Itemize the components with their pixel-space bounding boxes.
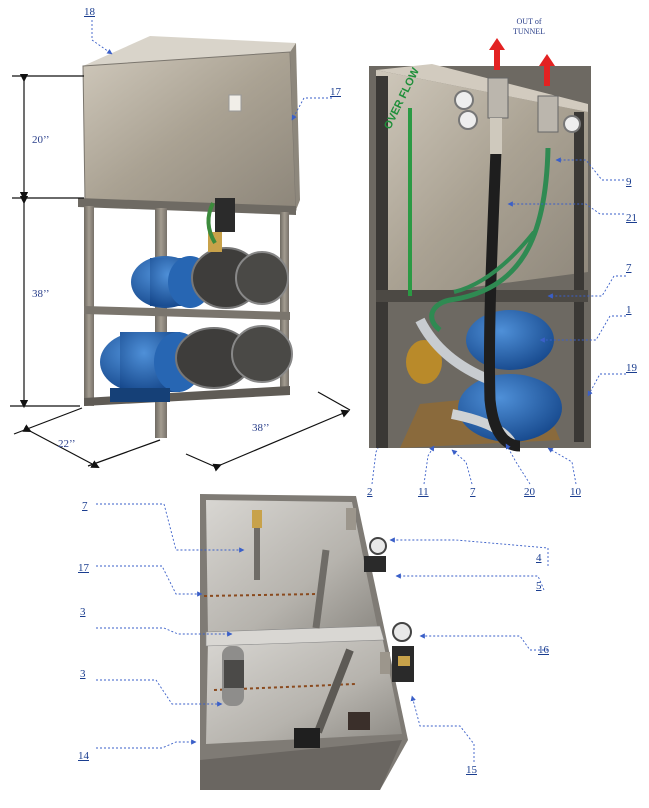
frame-right-post bbox=[574, 112, 584, 442]
pressure-gauge-right bbox=[563, 115, 581, 133]
photo-1-dimension-lines bbox=[10, 73, 351, 472]
tank-sticker bbox=[228, 94, 242, 112]
photo-2-leaders bbox=[371, 157, 626, 485]
dimension-width: 38’’ bbox=[252, 422, 270, 434]
dimension-depth: 22’’ bbox=[58, 438, 76, 450]
ball-valve-upper bbox=[364, 556, 386, 572]
frame-left-post bbox=[376, 76, 388, 448]
black-hose bbox=[483, 149, 521, 452]
callout-7-tank: 7 bbox=[82, 500, 88, 512]
callout-19: 19 bbox=[626, 362, 637, 374]
overflow-tube bbox=[408, 108, 412, 296]
tank-side bbox=[290, 43, 300, 210]
photo-3-tank bbox=[200, 494, 414, 790]
callout-7-right: 7 bbox=[626, 262, 632, 274]
callout-14: 14 bbox=[78, 750, 89, 762]
intake-fitting bbox=[294, 728, 320, 748]
pressure-gauge-left bbox=[454, 90, 474, 110]
callout-10: 10 bbox=[570, 486, 581, 498]
photo-2-unit bbox=[369, 64, 591, 452]
pump-rear bbox=[466, 310, 554, 370]
pipe-stub-upper bbox=[346, 508, 356, 530]
callout-2: 2 bbox=[367, 486, 373, 498]
outlet-arrow-left bbox=[489, 38, 505, 70]
tank-front bbox=[376, 70, 588, 300]
float-valve bbox=[254, 510, 260, 580]
callout-1: 1 bbox=[626, 304, 632, 316]
outlet-fitting-right bbox=[537, 95, 559, 133]
callout-17-top: 17 bbox=[330, 86, 341, 98]
tank-body bbox=[82, 51, 297, 211]
photo-3-leaders bbox=[96, 503, 549, 762]
frame-shelf-top bbox=[78, 198, 296, 215]
tank-inner-upper bbox=[206, 500, 378, 636]
pump-front bbox=[458, 374, 562, 442]
callout-9: 9 bbox=[626, 176, 632, 188]
callout-18: 18 bbox=[84, 6, 95, 18]
tank-top bbox=[83, 36, 296, 66]
callout-3-upper: 3 bbox=[80, 606, 86, 618]
partition-wall bbox=[205, 625, 385, 647]
callout-17-tank: 17 bbox=[78, 562, 89, 574]
frame-leg-front-left bbox=[84, 206, 94, 406]
outlet-fitting-left bbox=[487, 77, 509, 119]
frame-leg-back-right bbox=[280, 212, 289, 390]
callout-21: 21 bbox=[626, 212, 637, 224]
callout-7-bottom: 7 bbox=[470, 486, 476, 498]
pipe-stub-lower bbox=[380, 652, 390, 674]
outlet-arrows bbox=[489, 38, 555, 86]
callout-3-lower: 3 bbox=[80, 668, 86, 680]
callout-15: 15 bbox=[466, 764, 477, 776]
callout-20: 20 bbox=[524, 486, 535, 498]
pressure-gauge-upper bbox=[369, 537, 387, 555]
dimension-height-top: 20’’ bbox=[32, 134, 50, 146]
outlet-arrow-right bbox=[539, 54, 555, 86]
callout-5: 5 bbox=[536, 580, 542, 592]
frame-leg-front-right bbox=[155, 208, 167, 438]
frame-shelf-mid bbox=[84, 306, 290, 320]
dimension-height-bottom: 38’’ bbox=[32, 288, 50, 300]
pressure-gauge-lower bbox=[392, 622, 412, 642]
callout-11: 11 bbox=[418, 486, 429, 498]
photo-1-leaders bbox=[91, 20, 332, 121]
valve-body bbox=[215, 198, 235, 232]
green-hose bbox=[429, 147, 551, 333]
pressure-gauge-mid bbox=[458, 110, 478, 130]
out-of-tunnel-label: OUT of TUNNEL bbox=[513, 17, 545, 36]
callout-4: 4 bbox=[536, 552, 542, 564]
photo-1-unit bbox=[78, 36, 300, 438]
callout-16: 16 bbox=[538, 644, 549, 656]
